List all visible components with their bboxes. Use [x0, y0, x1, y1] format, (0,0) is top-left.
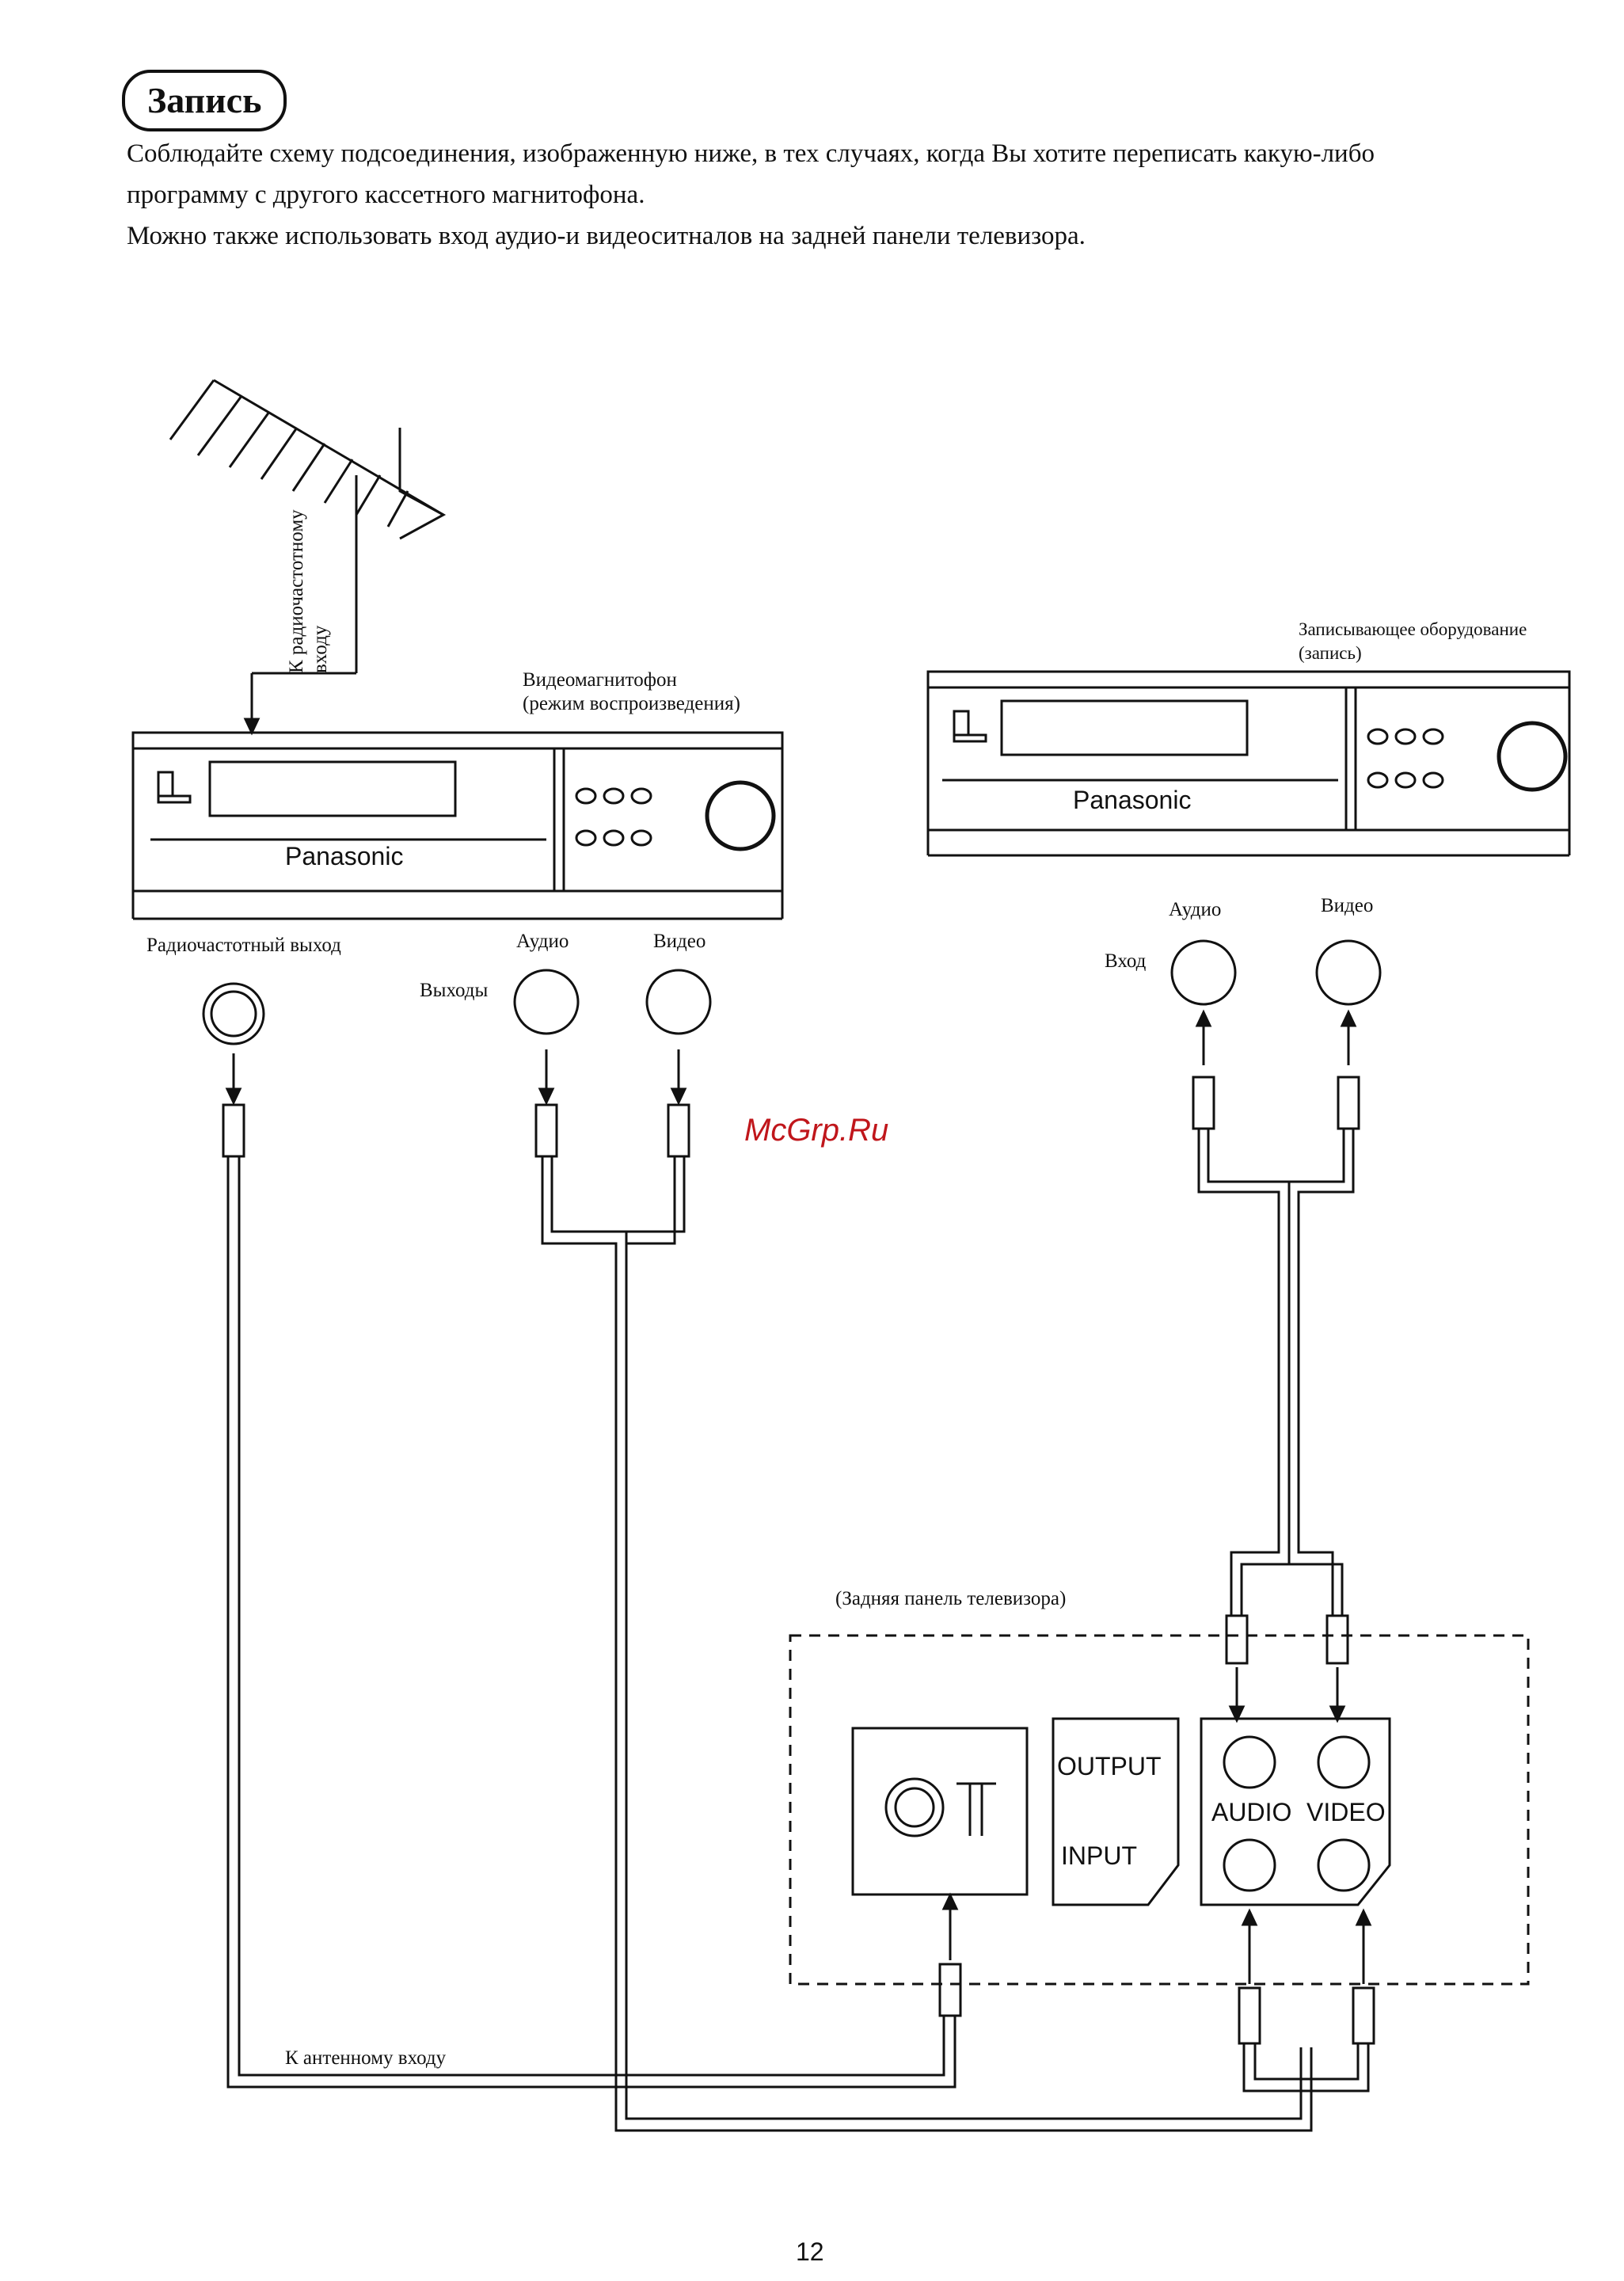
input-label: Вход [1105, 950, 1147, 972]
tv-panel-caption: (Задняя панель телевизора) [835, 1588, 1067, 1609]
tv-video-label: VIDEO [1306, 1798, 1386, 1826]
intro-line-2: программу с другого кассетного магнитофо… [127, 181, 645, 209]
rf-out-label: Радиочастотный выход [146, 935, 341, 956]
antenna-input-label: К антенному входу [285, 2047, 447, 2069]
cable-av-right [1197, 1129, 1355, 1616]
antenna-icon [169, 379, 447, 736]
left-audio-out-jack [513, 969, 580, 1035]
intro-line-3: Можно также использовать вход аудио-и ви… [127, 222, 1086, 250]
page-number: 12 [796, 2237, 824, 2266]
cable-av-left [541, 1156, 1313, 2132]
vcr-left-unit [131, 731, 784, 920]
tv-output-input-block [1052, 1717, 1180, 1906]
vcr-right-brand: Panasonic [1073, 786, 1192, 814]
tv-av-jacks [1200, 1717, 1391, 1906]
vcr-right-buttons [1367, 728, 1444, 789]
left-audio-label: Аудио [516, 931, 569, 952]
left-video-out-jack [645, 969, 712, 1035]
vcr-right-unit [926, 670, 1571, 857]
vcr-left-buttons [575, 787, 652, 847]
vcr-right-caption-1: Записывающее оборудование [1299, 619, 1527, 639]
right-audio-label: Аудио [1169, 899, 1222, 920]
cable-rf [226, 1156, 957, 2089]
right-video-label: Видео [1321, 895, 1374, 916]
vcr-left-caption-2: (режим воспроизведения) [523, 693, 740, 714]
antenna-rf-label: К радиочастотному входу [286, 509, 331, 673]
right-audio-in-jack [1170, 939, 1237, 1006]
right-video-in-jack [1315, 939, 1382, 1006]
rf-out-jack [202, 982, 265, 1045]
vcr-right-caption-2: (запись) [1299, 643, 1362, 663]
tv-input-label: INPUT [1061, 1841, 1137, 1870]
intro-text: Соблюдайте схему подсоединения, изображе… [127, 133, 1552, 257]
tv-back-panel [789, 1634, 1530, 1986]
intro-line-1: Соблюдайте схему подсоединения, изображе… [127, 139, 1375, 168]
tv-output-label: OUTPUT [1057, 1752, 1162, 1780]
outputs-label: Выходы [420, 980, 489, 1001]
vcr-left-brand: Panasonic [285, 842, 404, 870]
left-video-label: Видео [653, 931, 706, 952]
tv-audio-label: AUDIO [1211, 1798, 1292, 1826]
tv-antenna-input [851, 1727, 1029, 1896]
section-heading: Запись [122, 70, 287, 131]
vcr-left-caption-1: Видеомагнитофон [523, 669, 677, 691]
watermark: McGrp.Ru [744, 1113, 889, 1148]
